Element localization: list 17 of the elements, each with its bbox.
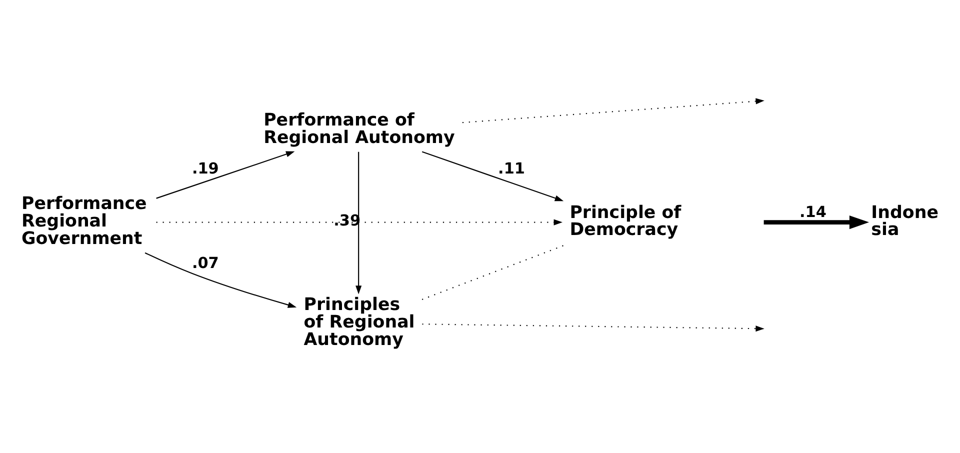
edge-label: .14 bbox=[800, 202, 826, 221]
arrow bbox=[156, 150, 295, 198]
arrow bbox=[764, 214, 870, 229]
node-text: Performance of Regional Autonomy bbox=[264, 110, 455, 148]
node-text: Principle of Democracy bbox=[570, 202, 682, 240]
arrow bbox=[422, 150, 564, 201]
arrow bbox=[144, 252, 297, 308]
node-text: Performance Regional Government bbox=[22, 194, 147, 248]
arrow bbox=[356, 151, 362, 294]
edge-label: .19 bbox=[192, 159, 219, 178]
edge-label: .11 bbox=[498, 159, 525, 178]
arrow bbox=[422, 323, 764, 332]
edge-label: .07 bbox=[192, 254, 219, 272]
arrow bbox=[156, 218, 562, 225]
arrow bbox=[462, 98, 764, 123]
node-text: Indone sia bbox=[871, 202, 938, 240]
node-text: Principles of Regional Autonomy bbox=[304, 294, 415, 350]
